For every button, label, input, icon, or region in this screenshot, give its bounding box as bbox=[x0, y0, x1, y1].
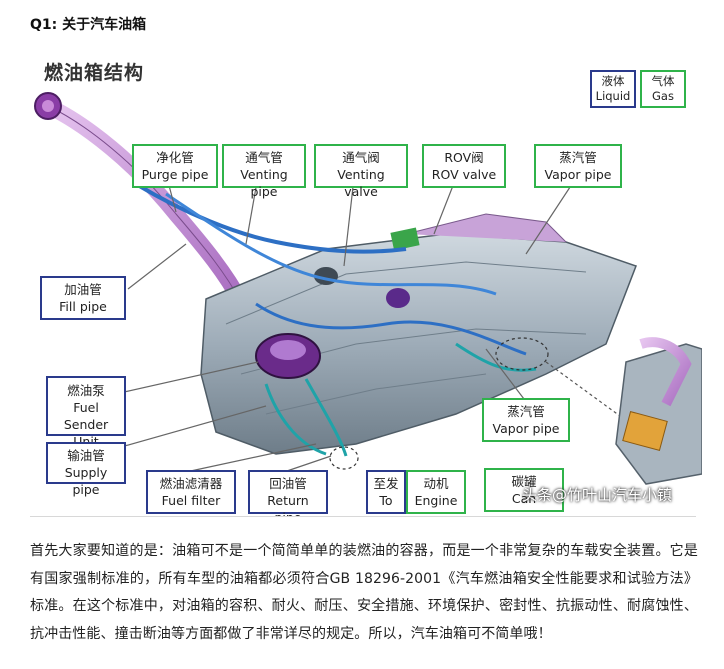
label-to-en: To bbox=[379, 493, 393, 508]
label-engine-cn: 动机 bbox=[423, 476, 449, 491]
legend-gas-en: Gas bbox=[652, 89, 674, 103]
label-purge-en: Purge pipe bbox=[141, 167, 209, 182]
label-vapor-mid-en: Vapor pipe bbox=[492, 421, 560, 436]
label-supply-en: Supply pipe bbox=[64, 465, 108, 497]
fuel-tank-diagram: 燃油箱结构 液体 Liquid 气体 Gas 净化管 Purge pipe 通气… bbox=[26, 44, 702, 516]
blue-pipe-2 bbox=[165, 192, 497, 296]
label-to-engine-a: 至发 To bbox=[366, 470, 406, 514]
label-sender-cn: 燃油泵 bbox=[67, 383, 105, 398]
label-vapor-top-en: Vapor pipe bbox=[544, 167, 612, 182]
label-vapor-pipe-mid: 蒸汽管 Vapor pipe bbox=[482, 398, 570, 442]
label-fill-cn: 加油管 bbox=[64, 282, 102, 297]
label-return-cn: 回油管 bbox=[269, 476, 307, 491]
diagram-drawing bbox=[34, 92, 702, 485]
label-to-cn: 至发 bbox=[373, 476, 399, 491]
label-fill-pipe: 加油管 Fill pipe bbox=[40, 276, 126, 320]
label-purge-cn: 净化管 bbox=[156, 150, 194, 165]
label-purge-pipe: 净化管 Purge pipe bbox=[132, 144, 218, 188]
label-canister: 碳罐 Can bbox=[484, 468, 564, 512]
diagram-title: 燃油箱结构 bbox=[44, 62, 145, 84]
label-canister-en: Can bbox=[511, 491, 537, 506]
body-paragraph: 首先大家要知道的是：油箱可不是一个简简单单的装燃油的容器，而是一个非常复杂的车载… bbox=[30, 543, 698, 642]
label-rov-en: ROV valve bbox=[431, 167, 497, 182]
label-fill-en: Fill pipe bbox=[59, 299, 107, 314]
label-venting-pipe-en: Venting pipe bbox=[240, 167, 288, 199]
label-venting-valve-en: Venting valve bbox=[337, 167, 385, 199]
divider bbox=[30, 516, 696, 517]
label-vapor-mid-cn: 蒸汽管 bbox=[507, 404, 545, 419]
label-canister-cn: 碳罐 bbox=[511, 474, 537, 489]
label-filter-cn: 燃油滤清器 bbox=[159, 476, 223, 491]
legend-gas: 气体 Gas bbox=[640, 70, 686, 108]
label-fuel-sender: 燃油泵 Fuel Sender Unit bbox=[46, 376, 126, 449]
label-venting-valve-cn: 通气阀 bbox=[342, 150, 380, 165]
supply-line bbox=[264, 378, 348, 457]
blue-pipe-1 bbox=[134, 182, 407, 254]
label-venting-valve: 通气阀 Venting valve bbox=[314, 144, 408, 199]
fill-neck-pipe bbox=[40, 98, 249, 310]
label-filter-en: Fuel filter bbox=[161, 493, 221, 508]
label-sender-en1: Fuel Sender bbox=[63, 400, 109, 432]
label-venting-pipe-cn: 通气管 bbox=[245, 150, 283, 165]
page-heading: Q1: 关于汽车油箱 bbox=[30, 17, 147, 33]
legend-liquid: 液体 Liquid bbox=[590, 70, 636, 108]
label-rov-valve: ROV阀 ROV valve bbox=[422, 144, 506, 188]
label-supply-pipe: 输油管 Supply pipe bbox=[46, 442, 126, 497]
label-venting-pipe: 通气管 Venting pipe bbox=[222, 144, 306, 199]
blue-pipe-3 bbox=[255, 302, 527, 356]
label-return-pipe: 回油管 Return pipe bbox=[248, 470, 328, 516]
label-fuel-filter: 燃油滤清器 Fuel filter bbox=[146, 470, 236, 514]
label-return-en: Return pipe bbox=[267, 493, 309, 516]
legend-liquid-cn: 液体 bbox=[601, 74, 625, 88]
legend-liquid-en: Liquid bbox=[595, 89, 631, 103]
label-vapor-pipe-top: 蒸汽管 Vapor pipe bbox=[534, 144, 622, 188]
label-to-engine-b: 动机 Engine bbox=[406, 470, 466, 514]
label-supply-cn: 输油管 bbox=[67, 448, 105, 463]
label-engine-en: Engine bbox=[414, 493, 458, 508]
label-rov-cn: ROV阀 bbox=[444, 150, 484, 165]
label-vapor-top-cn: 蒸汽管 bbox=[559, 150, 597, 165]
rov-valve-part bbox=[390, 227, 420, 251]
watermark: 头条@竹叶山汽车小镇 bbox=[522, 486, 673, 504]
legend-gas-cn: 气体 bbox=[651, 74, 675, 88]
